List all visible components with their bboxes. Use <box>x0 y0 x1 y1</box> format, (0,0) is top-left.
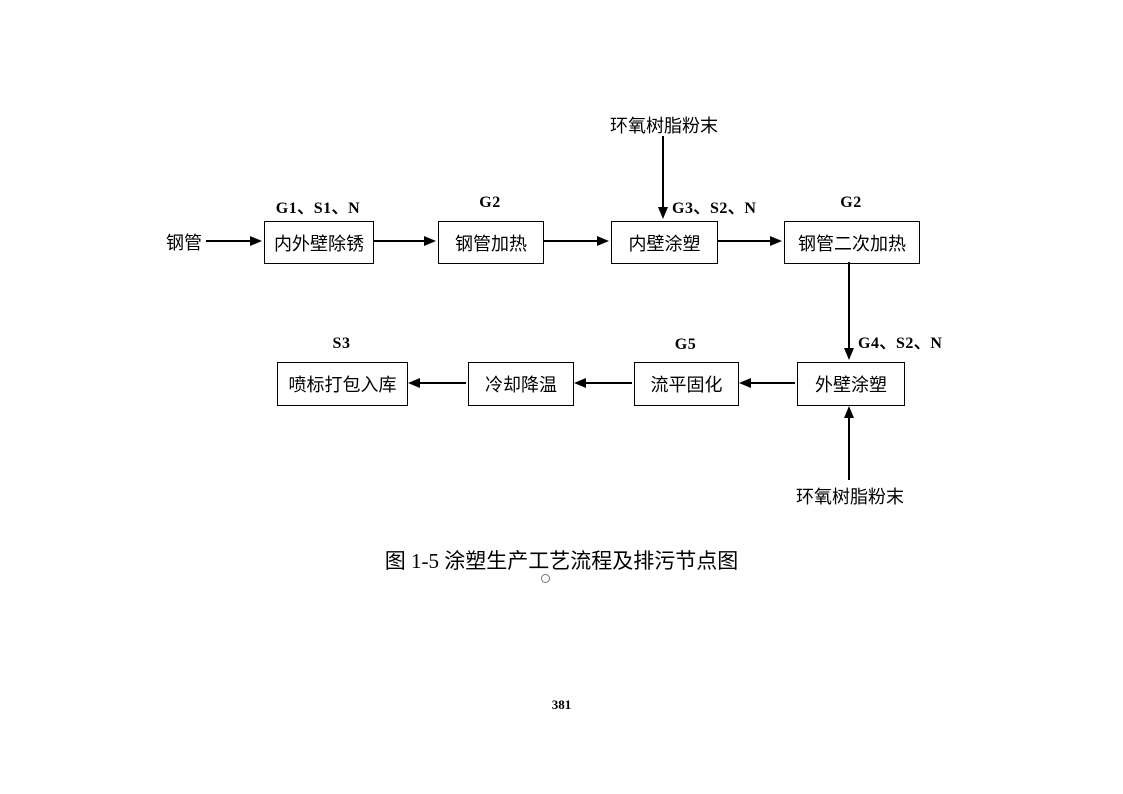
process-box-inner-coat: 内壁涂塑 <box>611 221 718 264</box>
process-box-reheat: 钢管二次加热 <box>784 221 920 264</box>
epoxy-powder-top-label: 环氧树脂粉末 <box>610 116 718 136</box>
arrow-epoxy-top-to-inner-coat-line <box>662 136 664 209</box>
tag-reheat: G2 <box>840 194 862 211</box>
process-box-heat: 钢管加热 <box>438 221 544 264</box>
process-box-packing: 喷标打包入库 <box>277 362 408 406</box>
arrow-outer-coat-to-leveling-head <box>739 378 751 388</box>
epoxy-powder-bottom-label: 环氧树脂粉末 <box>796 487 904 507</box>
arrow-reheat-to-outer-coat-head <box>844 348 854 360</box>
figure-caption: 图 1-5 涂塑生产工艺流程及排污节点图 <box>384 549 739 573</box>
arrow-heat-to-inner-coat-head <box>597 236 609 246</box>
arrow-epoxy-top-to-inner-coat-head <box>658 207 668 219</box>
circle-mark <box>541 574 550 583</box>
tag-heat: G2 <box>479 194 501 211</box>
arrow-leveling-to-cooling-line <box>586 382 632 384</box>
steel-pipe-label: 钢管 <box>166 233 202 253</box>
arrow-epoxy-bottom-to-outer-coat-head <box>844 406 854 418</box>
arrow-epoxy-bottom-to-outer-coat-line <box>848 417 850 480</box>
process-box-outer-coat: 外壁涂塑 <box>797 362 905 406</box>
tag-outer-coat-in: G4、S2、N <box>858 335 943 352</box>
tag-inner-coat: G3、S2、N <box>672 200 757 217</box>
arrow-derust-to-heat-head <box>424 236 436 246</box>
process-box-leveling: 流平固化 <box>634 362 739 406</box>
arrow-heat-to-inner-coat-line <box>544 240 598 242</box>
tag-derust: G1、S1、N <box>275 200 361 217</box>
arrow-inner-coat-to-reheat-line <box>718 240 771 242</box>
arrow-cooling-to-packing-head <box>408 378 420 388</box>
process-box-derust: 内外壁除锈 <box>264 221 374 264</box>
page-number: 381 <box>551 697 572 712</box>
arrow-reheat-to-outer-coat-line <box>848 262 850 349</box>
arrow-pipe-to-derust-line <box>206 240 251 242</box>
arrow-inner-coat-to-reheat-head <box>770 236 782 246</box>
arrow-derust-to-heat-line <box>374 240 425 242</box>
process-box-cooling: 冷却降温 <box>468 362 574 406</box>
tag-packing: S3 <box>332 335 351 352</box>
arrow-leveling-to-cooling-head <box>574 378 586 388</box>
arrow-outer-coat-to-leveling-line <box>750 382 795 384</box>
arrow-pipe-to-derust-head <box>250 236 262 246</box>
tag-leveling: G5 <box>674 336 697 353</box>
arrow-cooling-to-packing-line <box>420 382 466 384</box>
